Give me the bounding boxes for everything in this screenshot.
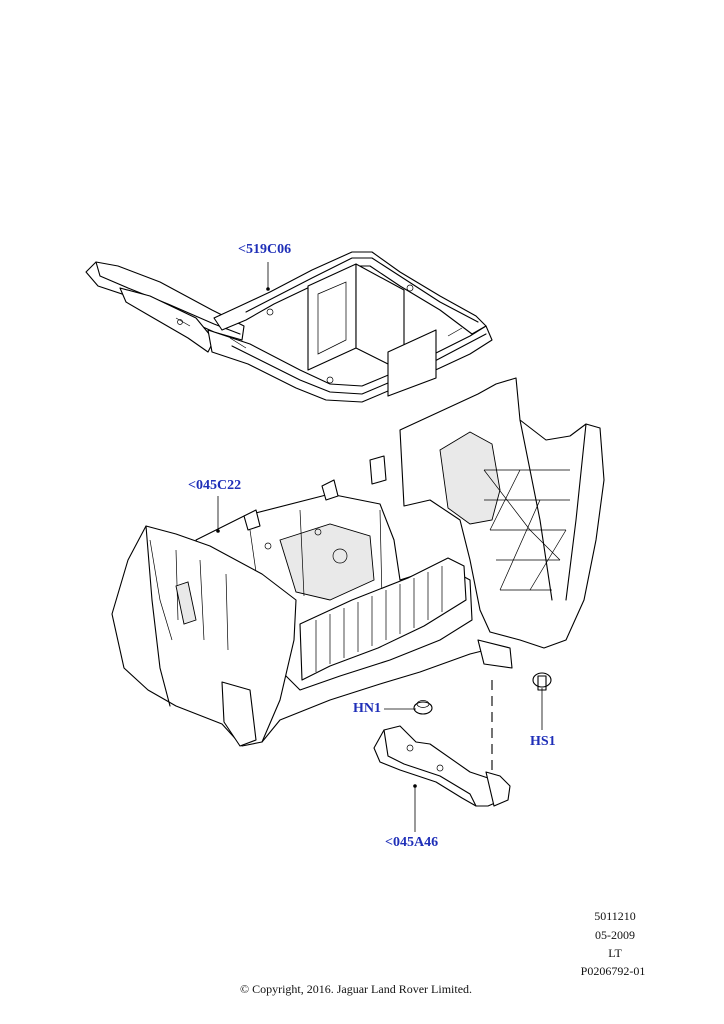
meta-date: 05-2009 — [595, 928, 635, 942]
meta-ref: P0206792-01 — [580, 964, 646, 978]
copyright-notice: © Copyright, 2016. Jaguar Land Rover Lim… — [239, 982, 473, 996]
support-frame-drawing — [85, 251, 493, 403]
nut-drawing — [413, 700, 433, 715]
console-housing-drawing — [111, 377, 605, 747]
callout-screw[interactable]: HS1 — [530, 734, 556, 749]
callout-frame[interactable]: <519C06 — [238, 242, 292, 257]
meta-region: LT — [608, 946, 622, 960]
callout-bracket[interactable]: <045A46 — [385, 835, 439, 850]
callout-housing[interactable]: <045C22 — [188, 478, 242, 493]
screw-drawing — [532, 672, 552, 691]
bracket-drawing — [373, 725, 511, 807]
callout-nut[interactable]: HN1 — [353, 701, 381, 716]
meta-code: 5011210 — [594, 909, 636, 923]
